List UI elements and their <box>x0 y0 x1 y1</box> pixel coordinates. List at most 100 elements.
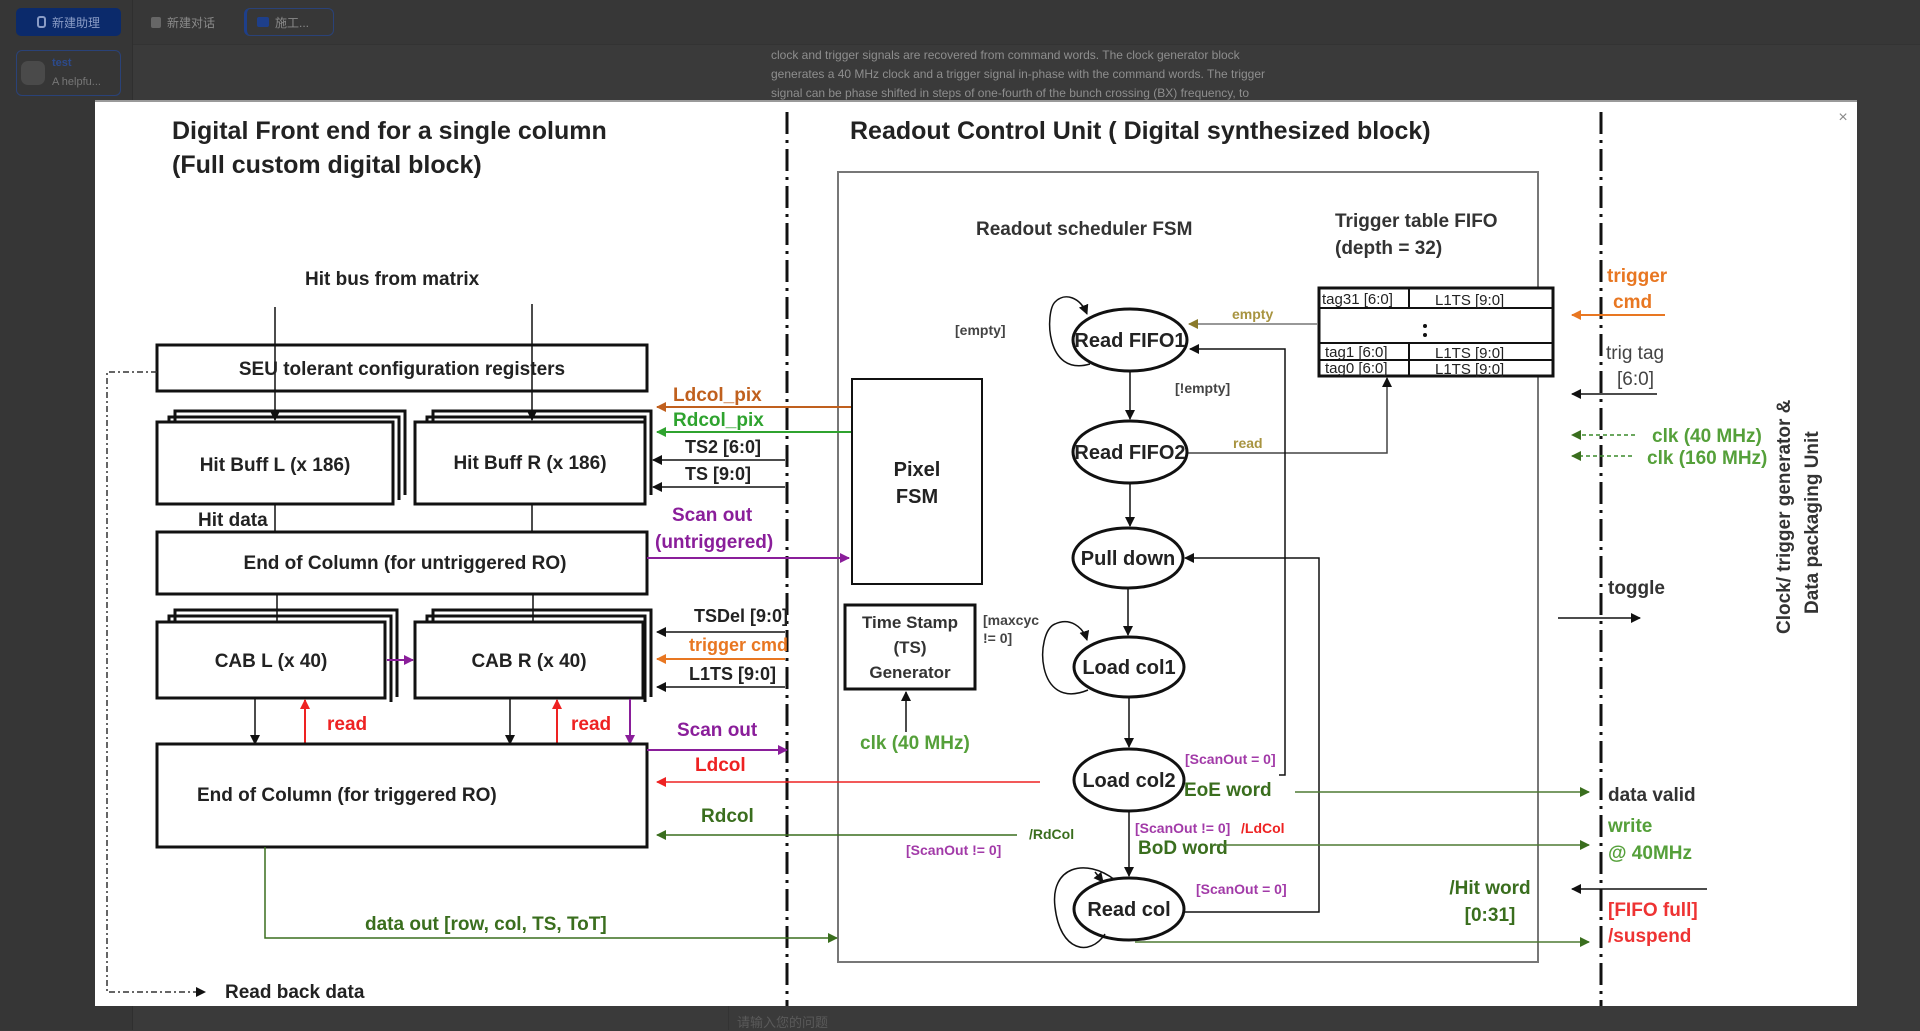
svg-text:Load col1: Load col1 <box>1082 657 1175 679</box>
state-load-col2: Load col2 <box>1072 747 1186 813</box>
top-bar: 新建对话 施工... <box>133 0 1920 45</box>
eoc-triggered-box <box>155 742 649 849</box>
bod-label: BoD word <box>1138 838 1228 859</box>
maxcyc-label2: != 0] <box>983 630 1012 646</box>
tab-construction[interactable]: 施工... <box>244 8 334 36</box>
new-assistant-button[interactable]: 新建助理 <box>16 8 121 36</box>
ext-toggle-label: toggle <box>1608 578 1665 599</box>
ext-trig-tag-label1: trig tag <box>1606 343 1664 364</box>
tab-label: 施工... <box>275 15 310 30</box>
trigger-cmd-label: trigger cmd <box>689 635 788 655</box>
pixel-fsm-label1: Pixel <box>894 459 941 481</box>
cab-l: CAB L (x 40) <box>155 608 399 702</box>
scanout0-label-a: [ScanOut = 0] <box>1185 751 1276 767</box>
maxcyc-label1: [maxcyc <box>983 612 1039 628</box>
ext-trigger-label2: cmd <box>1613 292 1652 313</box>
scanout-ne2-label: [ScanOut != 0] <box>906 842 1001 858</box>
fifo-title1: Trigger table FIFO <box>1335 211 1498 232</box>
ext-clk160-label: clk (160 MHz) <box>1647 448 1767 469</box>
tab-new-chat[interactable]: 新建对话 <box>141 8 237 36</box>
svg-text:Hit Buff L (x 186): Hit Buff L (x 186) <box>200 455 351 476</box>
ldcol-label: Ldcol <box>695 755 746 776</box>
text-line: generates a 40 MHz clock and a trigger s… <box>771 67 1266 81</box>
eoc-untriggered-box <box>155 530 649 596</box>
chat-icon <box>257 17 269 27</box>
avatar <box>21 61 45 85</box>
pixel-fsm-label2: FSM <box>896 486 938 508</box>
scan-out-label: Scan out <box>677 720 758 741</box>
svg-text:Read FIFO1: Read FIFO1 <box>1074 330 1185 352</box>
input-placeholder: 请输入您的问题 <box>737 1015 829 1030</box>
tab-label: 新建对话 <box>167 15 216 30</box>
svg-text:tag31 [6:0]: tag31 [6:0] <box>1322 291 1393 308</box>
right-title: Readout Control Unit ( Digital synthesiz… <box>850 117 1431 145</box>
hit-data-label: Hit data <box>198 510 268 531</box>
empty-label: empty <box>1232 306 1273 322</box>
tsdel-label: TSDel [9:0] <box>694 606 788 626</box>
close-icon[interactable]: × <box>1838 109 1848 126</box>
hit-word-label1: /Hit word <box>1449 878 1530 899</box>
ts2-label: TS2 [6:0] <box>685 437 761 457</box>
svg-text:L1TS [9:0]: L1TS [9:0] <box>1435 292 1504 309</box>
readcol-return-arrow <box>1184 553 1320 913</box>
read-label-r: read <box>571 714 611 735</box>
image-preview-modal: × Digital Front end for a single column … <box>95 100 1857 1006</box>
state-pull-down: Pull down <box>1071 526 1185 590</box>
scheduler-title: Readout scheduler FSM <box>976 219 1192 240</box>
ts-gen-label3: Generator <box>869 663 951 682</box>
scanout-ne-label: [ScanOut != 0] <box>1135 820 1230 836</box>
ts-gen-label2: (TS) <box>893 638 926 657</box>
svg-text:tag0 [6:0]: tag0 [6:0] <box>1325 360 1388 377</box>
hit-buff-l: Hit Buff L (x 186) <box>155 409 407 506</box>
new-assistant-label: 新建助理 <box>51 15 100 30</box>
question-input[interactable]: 请输入您的问题 <box>728 1004 1920 1030</box>
ext-write-label2: @ 40MHz <box>1608 843 1692 864</box>
hit-bus-label: Hit bus from matrix <box>305 269 480 290</box>
svg-text:CAB L (x 40): CAB L (x 40) <box>215 651 328 672</box>
text-line: clock and trigger signals are recovered … <box>771 48 1240 62</box>
rdcol-trans-label: /RdCol <box>1029 826 1074 842</box>
not-empty-label: [!empty] <box>1175 380 1230 396</box>
scan-out-untrig-label1: Scan out <box>672 505 753 526</box>
svg-text:L1TS [9:0]: L1TS [9:0] <box>1435 361 1504 378</box>
watch-icon <box>36 16 46 28</box>
rdcol-pix-label: Rdcol_pix <box>673 410 764 431</box>
ts-gen-label1: Time Stamp <box>862 613 958 632</box>
svg-text:CAB R (x 40): CAB R (x 40) <box>471 651 586 672</box>
assistant-card[interactable]: test A helpfu... <box>16 50 121 96</box>
ldcol-pix-label: Ldcol_pix <box>673 385 762 406</box>
ldcol-trans-label: /LdCol <box>1241 820 1285 836</box>
scanout0-return-arrow <box>1189 344 1286 776</box>
seu-registers-box <box>155 343 649 393</box>
readcol-loop <box>1053 867 1116 949</box>
svg-text:Hit Buff R (x 186): Hit Buff R (x 186) <box>453 453 606 474</box>
ext-trigger-label1: trigger <box>1607 266 1668 287</box>
side-unit-label: Clock/ trigger generator & Data packagin… <box>1774 399 1823 634</box>
svg-text:Pull down: Pull down <box>1081 548 1175 570</box>
block-diagram: Digital Front end for a single column (F… <box>106 112 1823 1006</box>
read-label-l: read <box>327 714 367 735</box>
svg-text:tag1 [6:0]: tag1 [6:0] <box>1325 344 1388 361</box>
read-back-label: Read back data <box>225 982 365 1003</box>
ts-label: TS [9:0] <box>685 464 751 484</box>
ext-trig-tag-label2: [6:0] <box>1617 369 1654 390</box>
state-read-col: Read col <box>1072 876 1186 942</box>
left-title-line1: Digital Front end for a single column <box>172 117 607 145</box>
svg-text:Load col2: Load col2 <box>1082 770 1175 792</box>
l1ts-label: L1TS [9:0] <box>689 664 776 684</box>
read-fifo-arrow <box>1188 377 1392 454</box>
empty-loop-label: [empty] <box>955 322 1006 338</box>
ext-fifo-full-label1: [FIFO full] <box>1608 900 1698 921</box>
svg-text:Data packaging Unit: Data packaging Unit <box>1802 431 1823 614</box>
scanout0-label-b: [ScanOut = 0] <box>1196 881 1287 897</box>
readcol-loop-head <box>1093 871 1104 883</box>
assistant-description: A helpfu... <box>52 76 101 88</box>
state-read-fifo1: Read FIFO1 <box>1071 307 1189 373</box>
state-load-col1: Load col1 <box>1072 635 1186 699</box>
hit-buff-r: Hit Buff R (x 186) <box>413 409 653 506</box>
read-fifo-label: read <box>1233 435 1263 451</box>
assistant-name: test <box>52 57 72 69</box>
svg-text:Read FIFO2: Read FIFO2 <box>1074 442 1185 464</box>
clk40-label: clk (40 MHz) <box>860 733 970 754</box>
robot-icon <box>151 16 161 28</box>
